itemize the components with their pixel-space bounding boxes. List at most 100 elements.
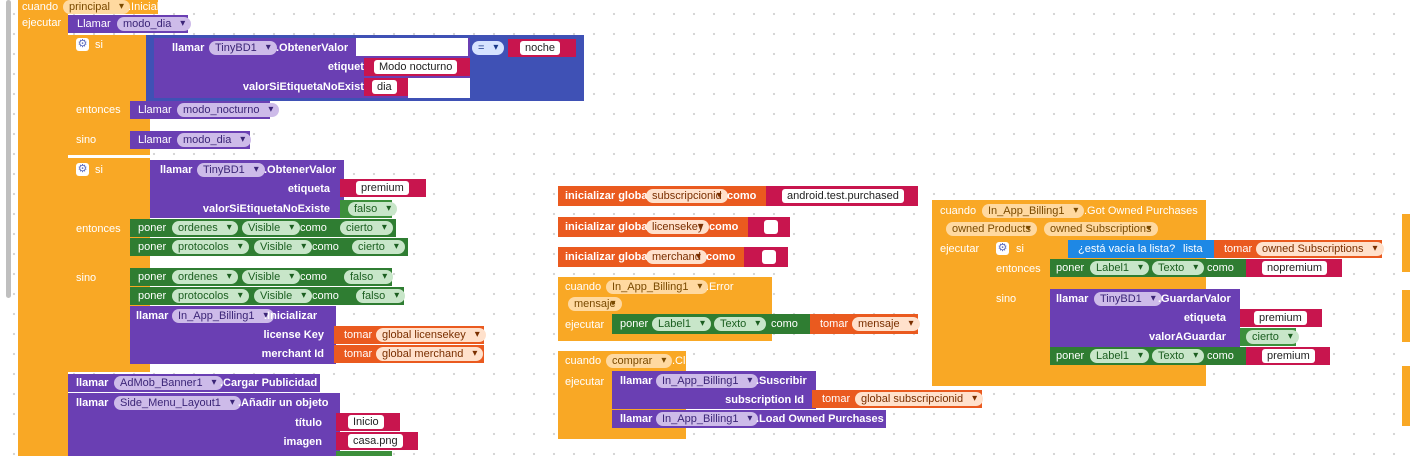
text-value[interactable]: casa.png xyxy=(348,434,403,448)
component-dropdown[interactable]: In_App_Billing1 xyxy=(172,309,275,323)
variable-dropdown[interactable]: global merchand xyxy=(376,347,484,361)
logic-dropdown[interactable]: falso xyxy=(356,289,406,303)
call-label: Llamar xyxy=(77,18,111,30)
variable-name[interactable]: merchand xyxy=(646,250,707,264)
component-dropdown[interactable]: ordenes xyxy=(172,270,238,284)
text-value[interactable]: premium xyxy=(1262,349,1315,363)
logic-dropdown[interactable]: cierto xyxy=(352,240,405,254)
call-label: Llamar xyxy=(138,134,172,146)
property-dropdown[interactable]: Texto xyxy=(1152,349,1205,363)
empty-socket xyxy=(408,78,470,98)
set-label: poner xyxy=(1056,262,1085,274)
variable-dropdown[interactable]: mensaje xyxy=(852,317,920,331)
variable-dropdown[interactable]: global licensekey xyxy=(376,328,486,342)
component-dropdown[interactable]: Label1 xyxy=(652,317,712,331)
event-name: .Clic xyxy=(672,355,694,367)
property-dropdown[interactable]: Visible xyxy=(254,240,313,254)
call-label: Llamar xyxy=(138,104,172,116)
variable-name[interactable]: licensekey xyxy=(646,220,710,234)
component-dropdown[interactable]: In_App_Billing1 xyxy=(606,280,709,294)
text-value[interactable] xyxy=(764,220,778,234)
call-label: llamar xyxy=(136,310,169,322)
offscreen-event-block[interactable] xyxy=(1402,366,1410,426)
component-dropdown[interactable]: TinyBD1 xyxy=(197,163,265,177)
set-label: poner xyxy=(620,318,649,330)
list-empty-block[interactable] xyxy=(1068,240,1214,258)
text-value[interactable] xyxy=(762,250,776,264)
get-label: tomar xyxy=(344,348,373,360)
text-value[interactable]: android.test.purchased xyxy=(782,189,904,203)
text-value[interactable]: noche xyxy=(520,41,560,55)
component-dropdown[interactable]: Label1 xyxy=(1090,261,1150,275)
get-label: tomar xyxy=(820,318,849,330)
do-label: ejecutar xyxy=(565,376,605,388)
component-dropdown[interactable]: comprar xyxy=(606,354,673,368)
subscription-label: subscription Id xyxy=(725,394,804,406)
component-dropdown[interactable]: protocolos xyxy=(172,240,249,254)
component-dropdown[interactable]: Label1 xyxy=(1090,349,1150,363)
component-dropdown[interactable]: In_App_Billing1 xyxy=(982,204,1085,218)
variable-name[interactable]: subscripcionid xyxy=(646,189,728,203)
component-dropdown[interactable]: In_App_Billing1 xyxy=(656,412,759,426)
default-label: valorSiEtiquetaNoExiste xyxy=(202,203,330,215)
parameter-name[interactable]: owned Products xyxy=(946,222,1037,236)
component-dropdown[interactable]: principal xyxy=(63,0,130,14)
default-label: valorSiEtiquetaNoExiste xyxy=(242,81,370,93)
procedure-dropdown[interactable]: modo_nocturno xyxy=(177,103,280,117)
property-dropdown[interactable]: Visible xyxy=(242,270,301,284)
method-name: .ObtenerValor xyxy=(264,164,337,176)
property-dropdown[interactable]: Texto xyxy=(714,317,767,331)
method-name: .Cargar Publicidad xyxy=(220,377,318,389)
text-value[interactable]: Modo nocturno xyxy=(374,60,458,74)
set-label: poner xyxy=(138,290,167,302)
license-label: license Key xyxy=(263,329,324,341)
variable-dropdown[interactable]: owned Subscriptions xyxy=(1256,242,1384,256)
image-label: imagen xyxy=(283,436,322,448)
procedure-dropdown[interactable]: modo_dia xyxy=(117,17,192,31)
operator-dropdown[interactable]: = xyxy=(472,41,505,55)
call-label: llamar xyxy=(1056,293,1089,305)
empty-socket[interactable] xyxy=(356,38,468,56)
component-dropdown[interactable]: TinyBD1 xyxy=(209,41,277,55)
get-label: tomar xyxy=(1224,243,1253,255)
component-dropdown[interactable]: AdMob_Banner1 xyxy=(114,376,223,390)
property-dropdown[interactable]: Visible xyxy=(242,221,301,235)
offscreen-event-block[interactable] xyxy=(1402,290,1410,342)
offscreen-event-block[interactable] xyxy=(1402,214,1410,272)
if-block-3[interactable] xyxy=(988,238,1050,378)
do-label: ejecutar xyxy=(940,243,980,255)
text-value[interactable]: dia xyxy=(372,80,397,94)
text-value[interactable]: Inicio xyxy=(348,415,384,429)
gear-icon[interactable]: ⚙ xyxy=(76,163,89,176)
logic-dropdown[interactable]: cierto xyxy=(1246,330,1299,344)
logic-dropdown[interactable]: falso xyxy=(348,202,398,216)
component-dropdown[interactable]: Side_Menu_Layout1 xyxy=(114,396,241,410)
to-label: como xyxy=(312,290,339,302)
gear-icon[interactable]: ⚙ xyxy=(996,242,1009,255)
event-when-label: cuando xyxy=(565,281,602,293)
property-dropdown[interactable]: Visible xyxy=(254,289,313,303)
method-name: .Añadir un objeto xyxy=(238,397,329,409)
text-value[interactable]: premium xyxy=(1254,311,1307,325)
variable-dropdown[interactable]: global subscripcionid xyxy=(855,392,984,406)
set-label: poner xyxy=(138,222,167,234)
text-value[interactable]: nopremium xyxy=(1262,261,1328,275)
text-value[interactable]: premium xyxy=(356,181,409,195)
logic-dropdown[interactable]: falso xyxy=(344,270,394,284)
method-name: .Load Owned Purchases xyxy=(756,413,884,425)
component-dropdown[interactable]: protocolos xyxy=(172,289,249,303)
component-dropdown[interactable]: TinyBD1 xyxy=(1094,292,1162,306)
component-dropdown[interactable]: ordenes xyxy=(172,221,238,235)
init-label: inicializar global xyxy=(565,221,651,233)
gear-icon[interactable]: ⚙ xyxy=(76,38,89,51)
list-label: lista xyxy=(1183,243,1203,255)
procedure-dropdown[interactable]: modo_dia xyxy=(177,133,252,147)
vertical-scrollbar[interactable] xyxy=(6,0,11,298)
method-name: .Inicializar xyxy=(264,310,318,322)
logic-dropdown[interactable]: cierto xyxy=(340,221,393,235)
parameter-name[interactable]: owned Subscriptions xyxy=(1044,222,1158,236)
component-dropdown[interactable]: In_App_Billing1 xyxy=(656,374,759,388)
property-dropdown[interactable]: Texto xyxy=(1152,261,1205,275)
parameter-name[interactable]: mensaje xyxy=(568,297,622,311)
method-name: .Suscribir xyxy=(756,375,807,387)
